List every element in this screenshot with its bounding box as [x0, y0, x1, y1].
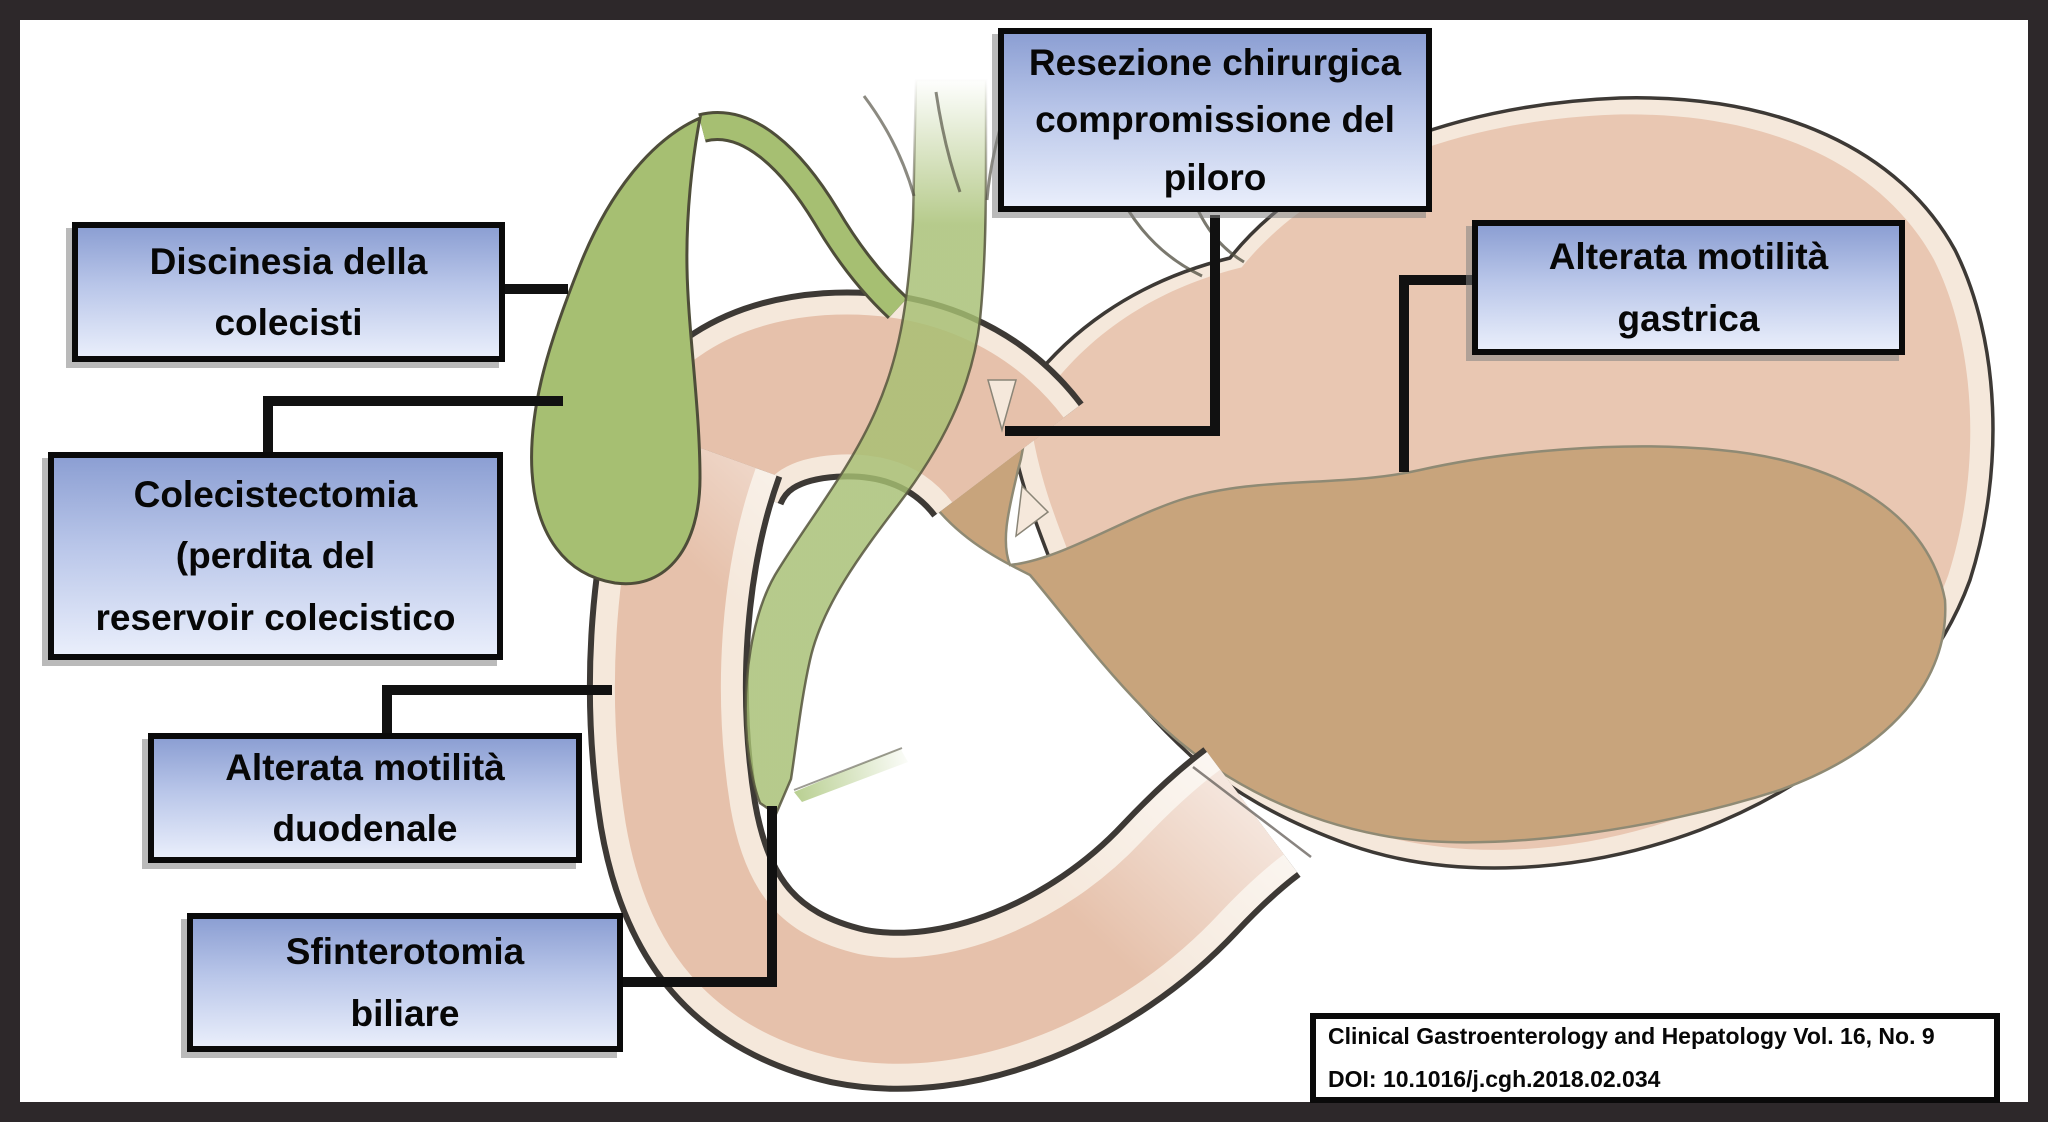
callout-label: Discinesia della: [149, 240, 428, 282]
callout-duodenal-motility: Alterata motilità duodenale: [148, 733, 582, 863]
pancreatic-duct: [793, 747, 908, 802]
cystic-duct: [698, 111, 909, 319]
duodenum-loop: [668, 450, 1311, 1011]
callout-label: (perdita del: [175, 535, 376, 577]
callout-label: reservoir colecistico: [95, 596, 456, 638]
pylorus-notches: [987, 379, 1050, 538]
jejunum-cut-edge: [1192, 766, 1312, 858]
citation-doi: DOI: 10.1016/j.cgh.2018.02.034: [1328, 1066, 1661, 1092]
connector-cholecystectomy: [263, 396, 563, 455]
callout-label: Alterata motilità: [1548, 236, 1829, 278]
callout-label: biliare: [350, 992, 460, 1034]
callout-label: Resezione chirurgica: [1028, 41, 1402, 83]
callout-label: piloro: [1163, 156, 1267, 198]
callout-gastric-motility: Alterata motilità gastrica: [1472, 220, 1905, 355]
connector-biliary-sphincterotomy: [620, 806, 777, 987]
connector-gastric-motility: [1399, 275, 1475, 472]
callout-label: gastrica: [1617, 297, 1760, 339]
stomach-contents: [891, 334, 1947, 844]
connector-pyloric-resection: [1005, 215, 1220, 436]
callout-cholecystectomy: Colecistectomia (perdita del reservoir c…: [48, 452, 503, 660]
callout-label: Sfinterotomia: [285, 931, 525, 973]
citation-box: Clinical Gastroenterology and Hepatology…: [1310, 1013, 2000, 1103]
callout-label: duodenale: [272, 808, 458, 849]
callout-label: colecisti: [214, 302, 363, 343]
callout-label: Colecistectomia: [133, 474, 418, 516]
citation-journal: Clinical Gastroenterology and Hepatology…: [1328, 1023, 1935, 1050]
bile-duct: [744, 78, 988, 816]
callout-label: compromissione del: [1035, 99, 1395, 141]
callout-label: Alterata motilità: [225, 746, 505, 788]
callout-pyloric-resection: Resezione chirurgica compromissione del …: [998, 28, 1432, 212]
gallbladder: [530, 115, 703, 586]
callout-gallbladder-dyskinesia: Discinesia della colecisti: [72, 222, 505, 362]
connector-duodenal-motility: [382, 685, 612, 736]
callout-biliary-sphincterotomy: Sfinterotomia biliare: [187, 913, 623, 1052]
